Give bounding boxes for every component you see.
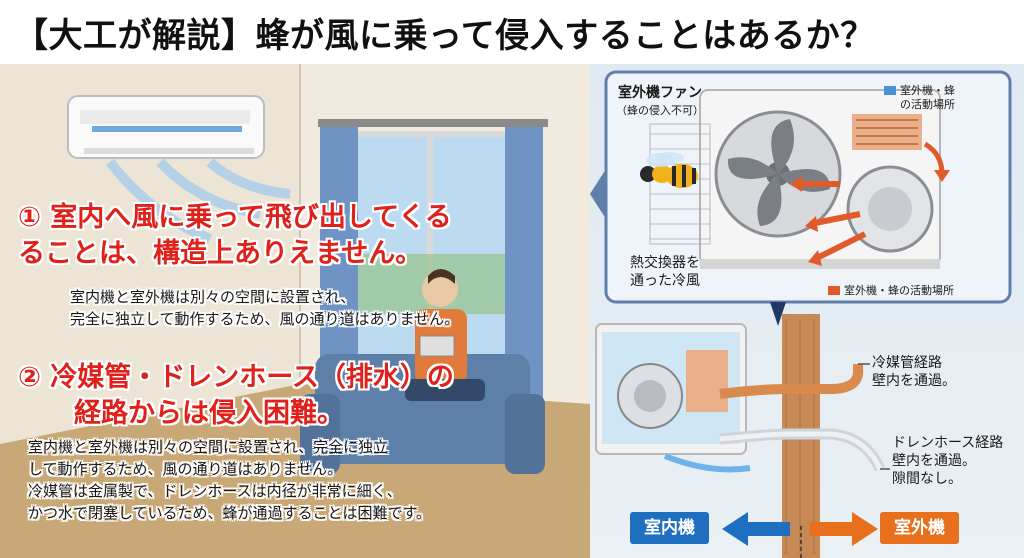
legend-blue: 室外機・蜂 の活動場所 [900,84,955,112]
title-bar: 【大工が解説】蜂が風に乗って侵入することはあるか？ [0,0,1024,64]
section2-body: 室内機と室外機は別々の空間に設置され、完全に独立 して動作するため、風の通り道は… [28,436,431,524]
section2-heading-line: ② 冷媒管・ドレンホース（排水）の [18,362,454,393]
legend-orange: 室外機・蜂の活動場所 [844,284,954,297]
fan-sublabel: （蜂の侵入不可） [616,104,704,117]
indoor-unit-label: 室内機 [630,512,709,544]
cold-air-line: 熱交換器を [630,255,700,271]
room-scene [0,64,590,558]
outdoor-unit-label: 室外機 [880,512,959,544]
section1-heading-line: ① 室内へ風に乗って飛び出してくる [18,202,452,233]
diagram-panel: 室外機ファン （蜂の侵入不可） 室外機・蜂 の活動場所 室外機・蜂の活動場所 熱… [590,64,1024,558]
drain-line: ドレンホース経路 [892,435,1004,451]
drain-label: ドレンホース経路 壁内を通過。 隙間なし。 [892,434,1003,488]
wasp-icon [640,152,698,188]
section2-body-line: かつ水で閉塞しているため、蜂が通過することは困難です。 [28,504,432,522]
cold-air-line: 通った冷風 [630,273,700,289]
section2-body-line: 室内機と室外機は別々の空間に設置され、完全に独立 [28,438,389,456]
arrow-left-icon [722,512,790,546]
refrigerant-line: 冷媒管経路 [872,355,942,371]
section1-heading-line: ることは、構造上ありえません。 [18,238,423,269]
section2-heading-line: 経路からは侵入困難。 [74,398,344,429]
page-title: 【大工が解説】蜂が風に乗って侵入することはあるか？ [14,15,875,56]
air-conditioner-icon [67,95,265,159]
section2-heading: ② 冷媒管・ドレンホース（排水）の 経路からは侵入困難。 [18,360,454,432]
diagram-scene [590,70,1012,558]
arrow-right-icon [810,512,878,546]
room-illustration: ① 室内へ風に乗って飛び出してくる ることは、構造上ありえません。 室内機と室外… [0,64,590,558]
legend-blue-line: の活動場所 [900,98,955,111]
section2-body-line: 冷媒管は金属製で、ドレンホースは内径が非常に細く、 [28,482,402,500]
legend-blue-line: 室外機・蜂 [900,84,955,97]
section1-heading: ① 室内へ風に乗って飛び出してくる ることは、構造上ありえません。 [18,200,452,272]
fan-icon [714,110,842,238]
section1-body: 室内機と室外機は別々の空間に設置され、 完全に独立して動作するため、風の通り道は… [70,286,459,330]
section2-body-line: して動作するため、風の通り道はありません。 [28,460,343,478]
fan-label: 室外機ファン [618,85,702,101]
cold-air-label: 熱交換器を 通った冷風 [630,254,700,290]
section1-body-line: 室内機と室外機は別々の空間に設置され、 [70,288,356,306]
section1-body-line: 完全に独立して動作するため、風の通り道はありません。 [70,310,460,328]
drain-line: 壁内を通過。 [892,453,976,469]
drain-line: 隙間なし。 [892,471,962,487]
refrigerant-line: 壁内を通過。 [872,373,956,389]
refrigerant-label: 冷媒管経路 壁内を通過。 [872,354,956,390]
